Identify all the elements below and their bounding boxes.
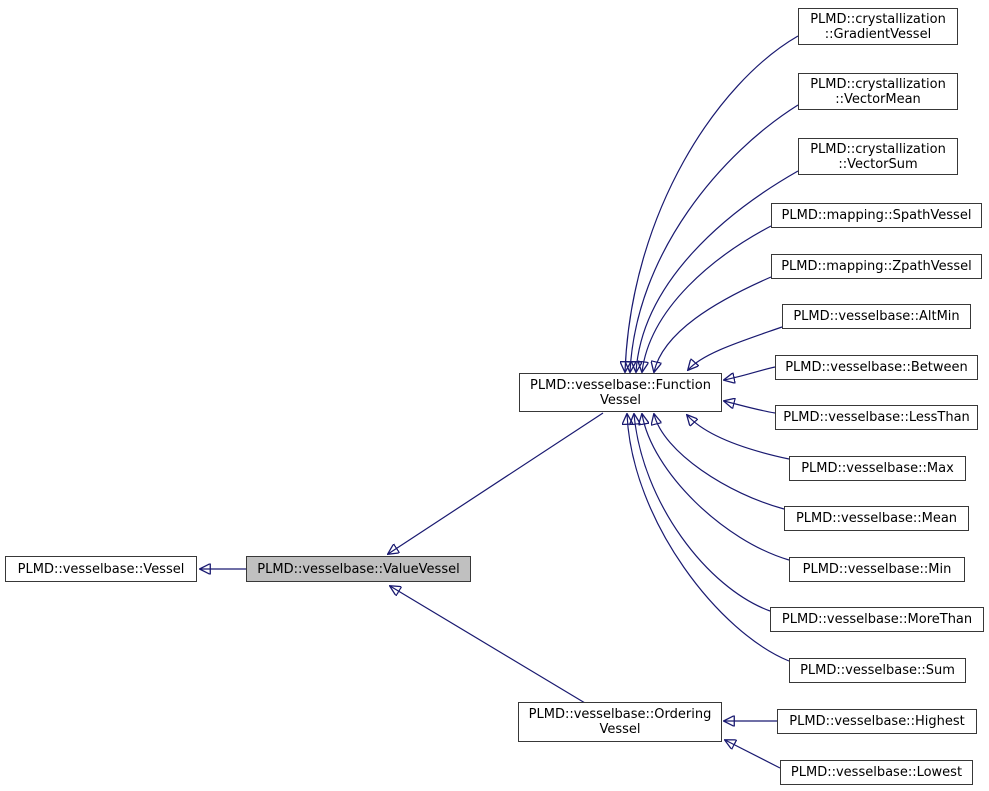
node-ordering-vessel-label: PLMD::vesselbase::Ordering Vessel xyxy=(528,707,712,737)
node-vector-sum[interactable]: PLMD::crystallization ::VectorSum xyxy=(798,138,958,175)
edge-vectormean-to-functionvessel xyxy=(630,104,799,372)
node-more-than[interactable]: PLMD::vesselbase::MoreThan xyxy=(770,607,984,632)
node-value-vessel[interactable]: PLMD::vesselbase::ValueVessel xyxy=(246,556,471,582)
node-mean-label: PLMD::vesselbase::Mean xyxy=(795,511,958,526)
node-vessel-label: PLMD::vesselbase::Vessel xyxy=(17,561,185,577)
node-vector-sum-label: PLMD::crystallization ::VectorSum xyxy=(810,141,946,172)
edge-sum-to-functionvessel xyxy=(627,414,790,662)
node-zpath-vessel-label: PLMD::mapping::ZpathVessel xyxy=(781,259,972,274)
node-spath-vessel[interactable]: PLMD::mapping::SpathVessel xyxy=(771,203,982,228)
node-zpath-vessel[interactable]: PLMD::mapping::ZpathVessel xyxy=(771,254,982,279)
node-lowest-label: PLMD::vesselbase::Lowest xyxy=(790,765,963,780)
edge-min-to-functionvessel xyxy=(642,414,790,561)
node-vessel[interactable]: PLMD::vesselbase::Vessel xyxy=(5,556,197,582)
node-function-vessel-label: PLMD::vesselbase::Function Vessel xyxy=(530,377,711,408)
edge-zpathvessel-to-functionvessel xyxy=(654,276,772,372)
edge-max-to-functionvessel xyxy=(687,415,790,460)
node-less-than-label: PLMD::vesselbase::LessThan xyxy=(783,410,970,425)
node-vector-mean-label: PLMD::crystallization ::VectorMean xyxy=(810,76,946,107)
edge-lessthan-to-functionvessel xyxy=(724,401,776,414)
node-sum[interactable]: PLMD::vesselbase::Sum xyxy=(789,658,966,683)
edge-lowest-to-orderingvessel xyxy=(725,740,781,769)
node-min-label: PLMD::vesselbase::Min xyxy=(802,562,952,577)
node-value-vessel-label: PLMD::vesselbase::ValueVessel xyxy=(257,561,460,577)
node-spath-vessel-label: PLMD::mapping::SpathVessel xyxy=(781,208,972,223)
edge-altmin-to-functionvessel xyxy=(688,326,783,370)
node-mean[interactable]: PLMD::vesselbase::Mean xyxy=(784,506,969,531)
edge-spathvessel-to-functionvessel xyxy=(642,225,772,372)
node-between[interactable]: PLMD::vesselbase::Between xyxy=(775,355,978,380)
node-gradient-vessel-label: PLMD::crystallization ::GradientVessel xyxy=(810,11,946,42)
node-vector-mean[interactable]: PLMD::crystallization ::VectorMean xyxy=(798,73,958,110)
node-lowest[interactable]: PLMD::vesselbase::Lowest xyxy=(780,760,973,785)
edge-between-to-functionvessel xyxy=(724,366,776,380)
edge-orderingvessel-to-valuevessel xyxy=(390,586,586,704)
node-max[interactable]: PLMD::vesselbase::Max xyxy=(789,456,966,481)
node-gradient-vessel[interactable]: PLMD::crystallization ::GradientVessel xyxy=(798,8,958,45)
node-function-vessel[interactable]: PLMD::vesselbase::Function Vessel xyxy=(519,373,722,412)
node-between-label: PLMD::vesselbase::Between xyxy=(785,360,968,375)
node-max-label: PLMD::vesselbase::Max xyxy=(801,461,954,476)
edge-mean-to-functionvessel xyxy=(654,414,785,510)
node-min[interactable]: PLMD::vesselbase::Min xyxy=(789,557,965,582)
node-more-than-label: PLMD::vesselbase::MoreThan xyxy=(781,612,973,627)
edge-functionvessel-to-valuevessel xyxy=(388,412,604,554)
node-sum-label: PLMD::vesselbase::Sum xyxy=(800,663,955,678)
node-alt-min[interactable]: PLMD::vesselbase::AltMin xyxy=(782,304,971,329)
node-alt-min-label: PLMD::vesselbase::AltMin xyxy=(793,309,960,324)
node-highest[interactable]: PLMD::vesselbase::Highest xyxy=(777,709,977,734)
node-ordering-vessel[interactable]: PLMD::vesselbase::Ordering Vessel xyxy=(518,702,722,742)
node-highest-label: PLMD::vesselbase::Highest xyxy=(789,714,965,729)
edge-morethan-to-functionvessel xyxy=(634,414,771,612)
node-less-than[interactable]: PLMD::vesselbase::LessThan xyxy=(775,405,978,430)
